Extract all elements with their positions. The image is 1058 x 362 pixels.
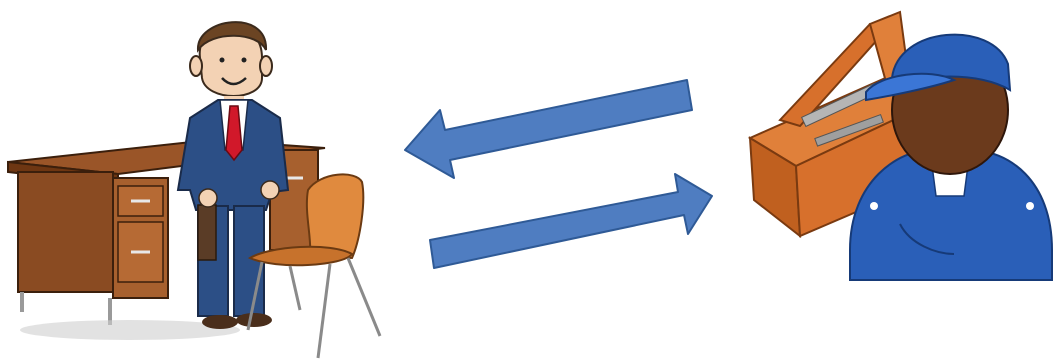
desk xyxy=(7,138,326,340)
repairman xyxy=(849,33,1053,281)
businessman-desk-illustration xyxy=(7,21,382,359)
chair xyxy=(246,173,382,359)
repairman-toolbox-illustration xyxy=(747,10,1053,281)
arrow-right-bottom xyxy=(429,173,713,269)
arrow-left-top xyxy=(404,79,693,179)
businessman xyxy=(176,21,290,329)
